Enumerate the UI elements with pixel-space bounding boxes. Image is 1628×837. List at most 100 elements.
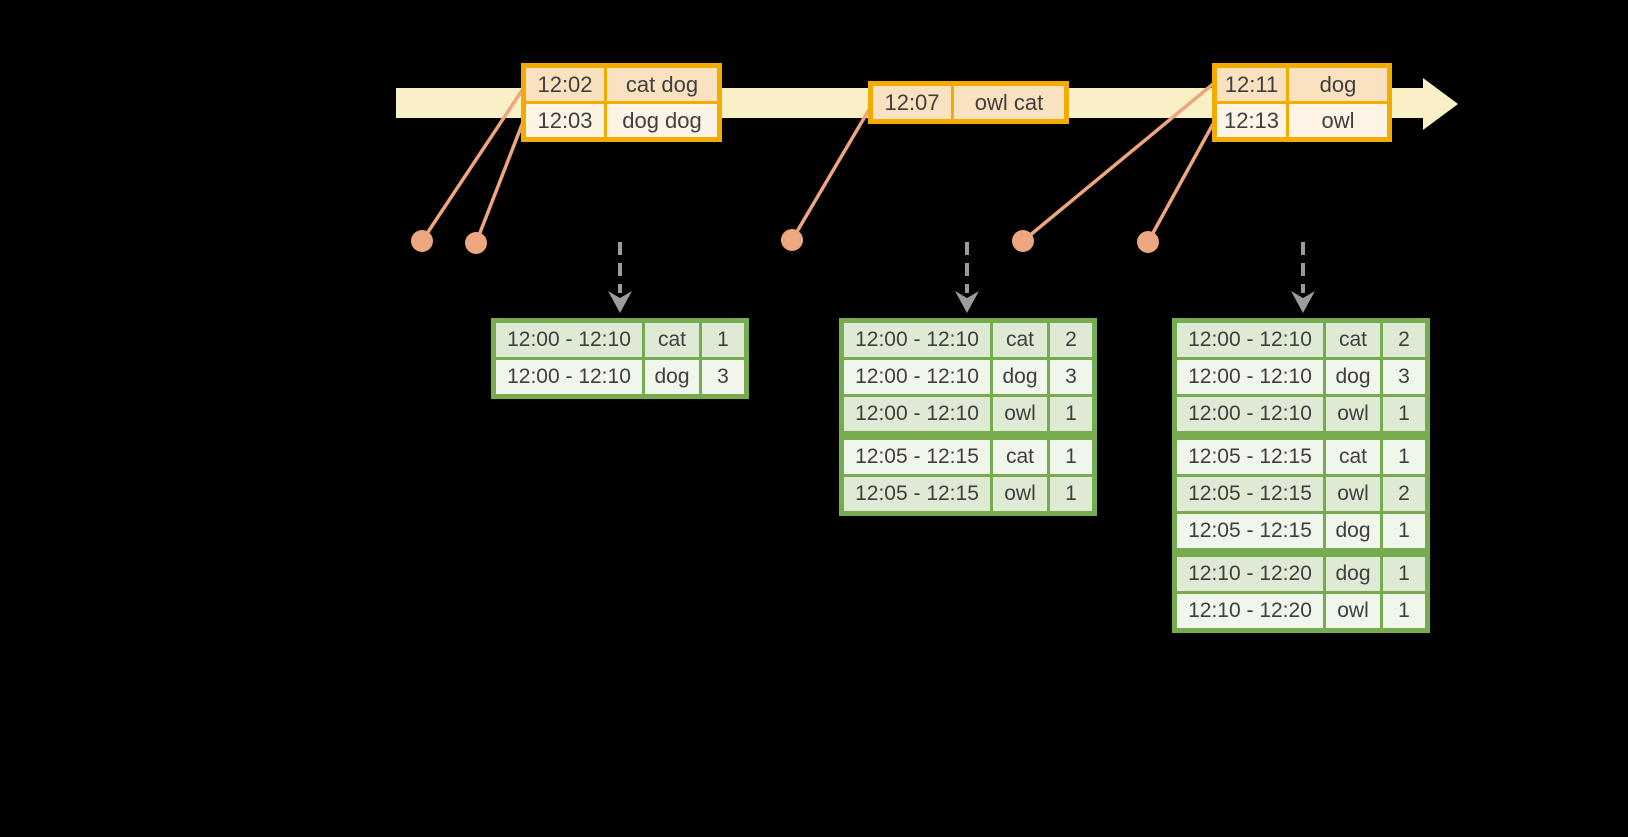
window-cell: 12:05 - 12:15 xyxy=(844,440,990,474)
event-words-cell: owl cat xyxy=(954,86,1064,119)
event-words-cell: owl xyxy=(1289,104,1387,137)
event-words-cell: dog dog xyxy=(607,104,717,137)
count-cell: 3 xyxy=(702,360,744,394)
window-cell: 12:10 - 12:20 xyxy=(1177,557,1323,591)
window-cell: 12:10 - 12:20 xyxy=(1177,594,1323,628)
count-cell: 2 xyxy=(1050,323,1092,357)
window-cell: 12:05 - 12:15 xyxy=(1177,440,1323,474)
window-cell: 12:00 - 12:10 xyxy=(1177,360,1323,394)
window-cell: 12:00 - 12:10 xyxy=(844,360,990,394)
window-group-separator xyxy=(844,434,1092,437)
connector-line xyxy=(1021,82,1215,243)
word-cell: dog xyxy=(1326,360,1380,394)
event-time-cell: 12:07 xyxy=(873,86,951,119)
event-dot-icon xyxy=(1012,230,1034,252)
count-cell: 1 xyxy=(1050,397,1092,431)
window-cell: 12:05 - 12:15 xyxy=(1177,477,1323,511)
word-cell: cat xyxy=(993,323,1047,357)
connector-line xyxy=(1146,123,1215,243)
count-cell: 1 xyxy=(1383,557,1425,591)
event-time-cell: 12:03 xyxy=(526,104,604,137)
window-group-separator-cell xyxy=(844,434,1092,437)
window-group-separator xyxy=(1177,551,1425,554)
event-dot-icon xyxy=(411,230,433,252)
trigger-arrowhead-icon xyxy=(955,291,979,313)
event-words-cell: cat dog xyxy=(607,68,717,101)
count-cell: 3 xyxy=(1383,360,1425,394)
count-cell: 1 xyxy=(1050,440,1092,474)
event-words-cell: dog xyxy=(1289,68,1387,101)
trigger-arrowhead-icon xyxy=(1291,291,1315,313)
word-cell: cat xyxy=(1326,323,1380,357)
event-dot-icon xyxy=(781,229,803,251)
word-cell: owl xyxy=(1326,594,1380,628)
word-cell: dog xyxy=(1326,514,1380,548)
window-cell: 12:00 - 12:10 xyxy=(496,360,642,394)
word-cell: dog xyxy=(993,360,1047,394)
window-cell: 12:00 - 12:10 xyxy=(844,323,990,357)
connector-line xyxy=(420,88,525,242)
window-cell: 12:00 - 12:10 xyxy=(1177,397,1323,431)
window-group-separator xyxy=(1177,434,1425,437)
event-dot-icon xyxy=(1137,231,1159,253)
count-cell: 3 xyxy=(1050,360,1092,394)
count-cell: 1 xyxy=(1383,440,1425,474)
window-cell: 12:00 - 12:10 xyxy=(496,323,642,357)
count-cell: 1 xyxy=(1383,514,1425,548)
count-cell: 2 xyxy=(1383,477,1425,511)
window-group-separator-cell xyxy=(1177,551,1425,554)
connector-line xyxy=(474,121,525,244)
event-time-cell: 12:02 xyxy=(526,68,604,101)
word-cell: owl xyxy=(993,397,1047,431)
word-cell: cat xyxy=(993,440,1047,474)
connector-line xyxy=(790,107,872,241)
word-cell: owl xyxy=(1326,477,1380,511)
event-time-cell: 12:11 xyxy=(1217,68,1286,101)
count-cell: 2 xyxy=(1383,323,1425,357)
word-cell: cat xyxy=(1326,440,1380,474)
count-cell: 1 xyxy=(1383,397,1425,431)
window-cell: 12:00 - 12:10 xyxy=(844,397,990,431)
word-cell: dog xyxy=(645,360,699,394)
window-group-separator-cell xyxy=(1177,434,1425,437)
count-cell: 1 xyxy=(1383,594,1425,628)
count-cell: 1 xyxy=(1050,477,1092,511)
event-time-cell: 12:13 xyxy=(1217,104,1286,137)
word-cell: cat xyxy=(645,323,699,357)
window-cell: 12:05 - 12:15 xyxy=(1177,514,1323,548)
word-cell: owl xyxy=(993,477,1047,511)
window-cell: 12:05 - 12:15 xyxy=(844,477,990,511)
word-cell: dog xyxy=(1326,557,1380,591)
window-cell: 12:00 - 12:10 xyxy=(1177,323,1323,357)
trigger-arrowhead-icon xyxy=(608,291,632,313)
word-cell: owl xyxy=(1326,397,1380,431)
count-cell: 1 xyxy=(702,323,744,357)
event-dot-icon xyxy=(465,232,487,254)
